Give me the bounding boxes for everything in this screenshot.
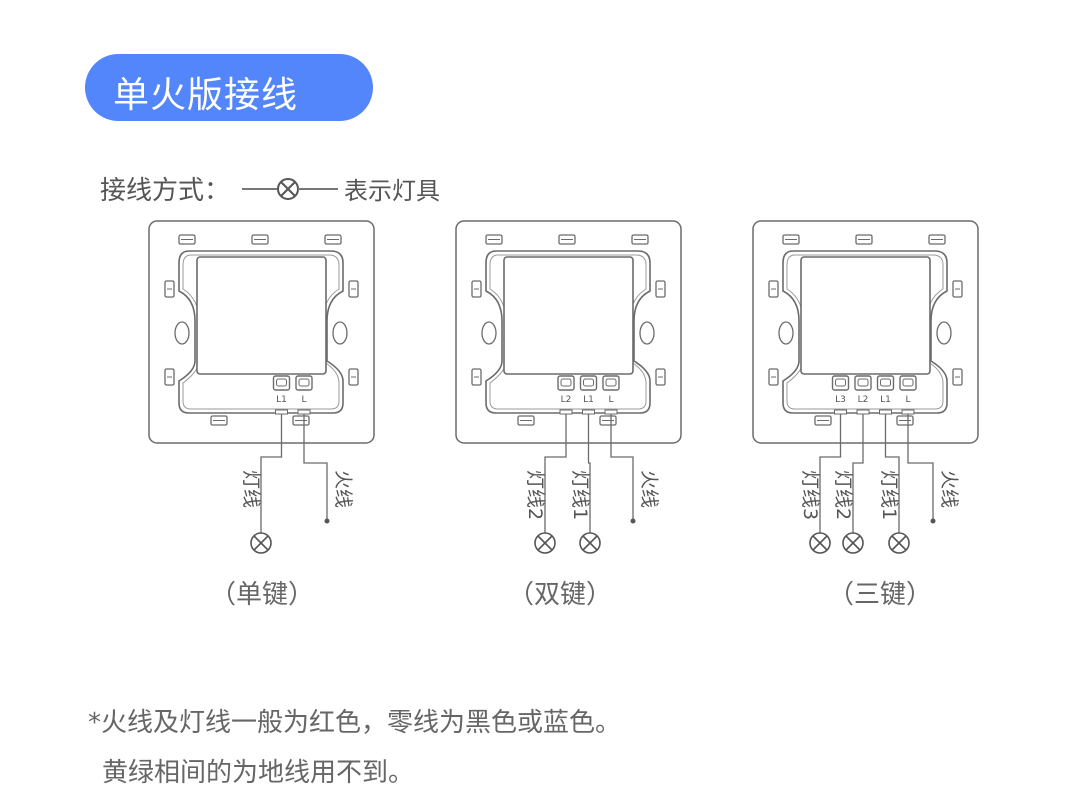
terminal-label: L2 — [561, 395, 572, 405]
lamp-cross — [891, 535, 907, 551]
terminal-label: L3 — [835, 395, 846, 405]
terminal-label: L1 — [880, 395, 891, 405]
live-wire-end — [630, 518, 636, 524]
clip — [481, 321, 497, 345]
terminal-L1 — [579, 375, 598, 391]
switch-frame-inner — [182, 254, 340, 410]
terminal-label: L — [301, 395, 306, 405]
live-wire-label: 火线 — [638, 470, 660, 509]
terminal-label: L1 — [583, 395, 594, 405]
clip — [639, 321, 655, 345]
terminal-L — [899, 375, 917, 391]
wire-connector — [297, 409, 311, 415]
lamp-wire-label: 灯线1 — [878, 470, 900, 521]
live-wire-label: 火线 — [938, 470, 960, 509]
clip — [174, 321, 190, 345]
page-title: 单火版接线 — [113, 75, 299, 116]
wire-connector — [834, 409, 847, 415]
lamp-wire — [587, 414, 591, 533]
wire-connector — [559, 409, 573, 415]
switch-frame — [485, 250, 651, 414]
live-wire-label: 火线 — [332, 470, 354, 509]
terminal-screw — [605, 378, 617, 387]
lamp-cross — [253, 535, 269, 551]
lamp-wire-label: 灯线2 — [524, 470, 546, 521]
live-wire-end — [324, 518, 330, 524]
switch-caption: （单键） — [209, 580, 315, 610]
terminal-L2 — [557, 375, 575, 391]
lamp-wire-label: 灯线3 — [799, 470, 821, 521]
terminal-L — [295, 375, 313, 391]
terminal-screw — [298, 378, 310, 387]
wire-connector — [856, 409, 870, 415]
terminal-L — [602, 375, 620, 391]
switch-plate-3: L3 L2 L1 L — [752, 220, 979, 444]
legend: 接线方式： 表示灯具 — [100, 170, 440, 207]
lamp-wire-label: 灯线1 — [569, 470, 591, 521]
switch-caption: （三键） — [827, 580, 933, 610]
wire-connector — [604, 409, 618, 415]
switch-frame — [782, 250, 948, 414]
lamp-cross — [537, 535, 553, 551]
lamp-wire — [884, 414, 900, 533]
terminal-label: L — [608, 395, 613, 405]
note-line-2: 黄绿相间的为地线用不到。 — [102, 758, 415, 788]
clip — [332, 321, 348, 345]
lamp-cross — [582, 535, 598, 551]
terminal-screw — [583, 378, 594, 387]
lamp-wire-label: 灯线2 — [832, 470, 854, 521]
wire-connector — [901, 409, 915, 415]
terminal-screw — [857, 378, 869, 387]
terminal-L1 — [272, 375, 291, 391]
switch-plate-1: L1 L — [148, 220, 375, 444]
terminal-screw — [560, 378, 572, 387]
lamp-wire — [260, 414, 283, 533]
terminal-label: L — [905, 395, 910, 405]
live-wire — [610, 414, 634, 520]
clip — [778, 321, 794, 345]
clip — [936, 321, 952, 345]
terminal-label: L2 — [858, 395, 869, 405]
lamp-icon — [242, 177, 339, 200]
wire-connector — [582, 409, 595, 415]
lamp-cross — [812, 535, 828, 551]
terminal-screw — [835, 378, 846, 387]
lamp-wire-label: 灯线 — [240, 470, 262, 509]
terminal-L1 — [876, 375, 895, 391]
terminal-L2 — [854, 375, 872, 391]
switch-frame — [178, 250, 344, 414]
terminal-label: L1 — [276, 395, 287, 405]
legend-suffix: 表示灯具 — [344, 177, 441, 205]
switch-body — [800, 256, 931, 375]
switch-frame-inner — [489, 254, 647, 410]
live-wire — [303, 414, 328, 520]
terminal-screw — [276, 378, 287, 387]
switch-frame-inner — [786, 254, 944, 410]
wire-connector — [275, 409, 288, 415]
title-badge: 单火版接线 — [85, 54, 373, 121]
switch-plate-2: L2 L1 L — [455, 220, 682, 444]
lamp-wire — [544, 414, 567, 533]
terminal-L3 — [831, 375, 850, 391]
live-wire — [907, 414, 934, 520]
terminal-screw — [902, 378, 914, 387]
lamp-cross — [845, 535, 861, 551]
wire-connector — [879, 409, 892, 415]
note-line-1: *火线及灯线一般为红色，零线为黑色或蓝色。 — [88, 708, 622, 738]
lamp-wire — [852, 414, 864, 533]
lamp-wire — [819, 414, 842, 533]
switch-body — [196, 256, 327, 375]
switch-caption: （双键） — [507, 580, 613, 610]
live-wire-end — [930, 518, 936, 524]
switch-body — [503, 256, 634, 375]
legend-prefix: 接线方式： — [100, 176, 231, 206]
terminal-screw — [880, 378, 891, 387]
